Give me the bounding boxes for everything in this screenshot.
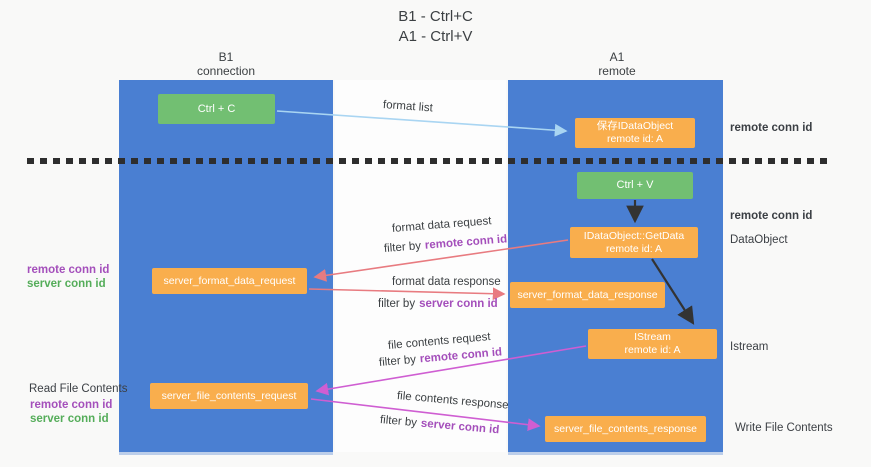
lane-b1-name: B1 xyxy=(218,50,234,64)
node-save-idataobject: 保存IDataObject remote id: A xyxy=(575,118,695,148)
lane-a1-name: A1 xyxy=(609,50,625,64)
node-server-file-contents-response: server_file_contents_response xyxy=(545,416,706,442)
node-istream: IStream remote id: A xyxy=(588,329,717,359)
server-conn-id-text: server conn id xyxy=(27,278,106,290)
side-label-istream: Istream xyxy=(730,341,769,353)
side-label-remote-conn-id-right-2: remote conn id xyxy=(730,210,813,222)
label-format-data-response: format data response xyxy=(392,276,501,288)
lane-header-b1: B1 connection xyxy=(146,50,306,78)
phase-divider-dashed-line xyxy=(27,158,831,164)
remote-conn-id-text: remote conn id xyxy=(30,399,113,411)
node-server-file-contents-request-label: server_file_contents_request xyxy=(161,389,297,402)
side-label-conn-ids-left-2: remote conn id server conn id xyxy=(30,398,112,426)
node-save-idataobject-line2: remote id: A xyxy=(606,133,664,145)
lane-a1-role: remote xyxy=(598,64,636,78)
server-conn-id-text: server conn id xyxy=(30,413,109,425)
node-istream-line2: remote id: A xyxy=(624,344,681,356)
filter-by-text: filter by xyxy=(378,298,416,310)
side-label-dataobject: DataObject xyxy=(730,234,788,246)
node-server-format-data-response: server_format_data_response xyxy=(510,282,665,308)
node-save-idataobject-line1: 保存IDataObject xyxy=(596,120,674,132)
node-server-file-contents-response-label: server_file_contents_response xyxy=(553,422,697,435)
node-ctrl-c-label: Ctrl + C xyxy=(197,102,236,115)
node-server-format-data-request: server_format_data_request xyxy=(152,268,307,294)
node-ctrl-v-label: Ctrl + V xyxy=(616,179,654,191)
node-idataobject-getdata-line1: IDataObject::GetData xyxy=(583,229,685,242)
lane-header-a1: A1 remote xyxy=(537,50,697,78)
side-label-conn-ids-left-1: remote conn id server conn id xyxy=(27,263,109,291)
remote-conn-id-text: remote conn id xyxy=(27,264,110,276)
node-ctrl-c: Ctrl + C xyxy=(158,94,275,124)
title-line-2: A1 - Ctrl+V xyxy=(398,28,473,45)
node-server-format-data-response-label: server_format_data_response xyxy=(517,288,658,301)
node-server-format-data-request-label: server_format_data_request xyxy=(163,274,296,287)
server-conn-id-text: server conn id xyxy=(419,298,498,310)
title-line-1: B1 - Ctrl+C xyxy=(398,8,473,25)
side-label-write-file-contents: Write File Contents xyxy=(735,422,833,434)
side-label-read-file-contents: Read File Contents xyxy=(29,383,128,395)
node-idataobject-getdata-line2: remote id: A xyxy=(605,242,663,255)
lane-b1-role: connection xyxy=(196,64,256,78)
node-server-file-contents-request: server_file_contents_request xyxy=(150,383,308,409)
node-istream-line1: IStream xyxy=(634,331,671,343)
node-idataobject-getdata: IDataObject::GetData remote id: A xyxy=(570,227,698,258)
side-label-remote-conn-id-right-1: remote conn id xyxy=(730,122,813,134)
node-ctrl-v: Ctrl + V xyxy=(577,172,693,199)
diagram-title: B1 - Ctrl+C A1 - Ctrl+V xyxy=(0,7,871,47)
